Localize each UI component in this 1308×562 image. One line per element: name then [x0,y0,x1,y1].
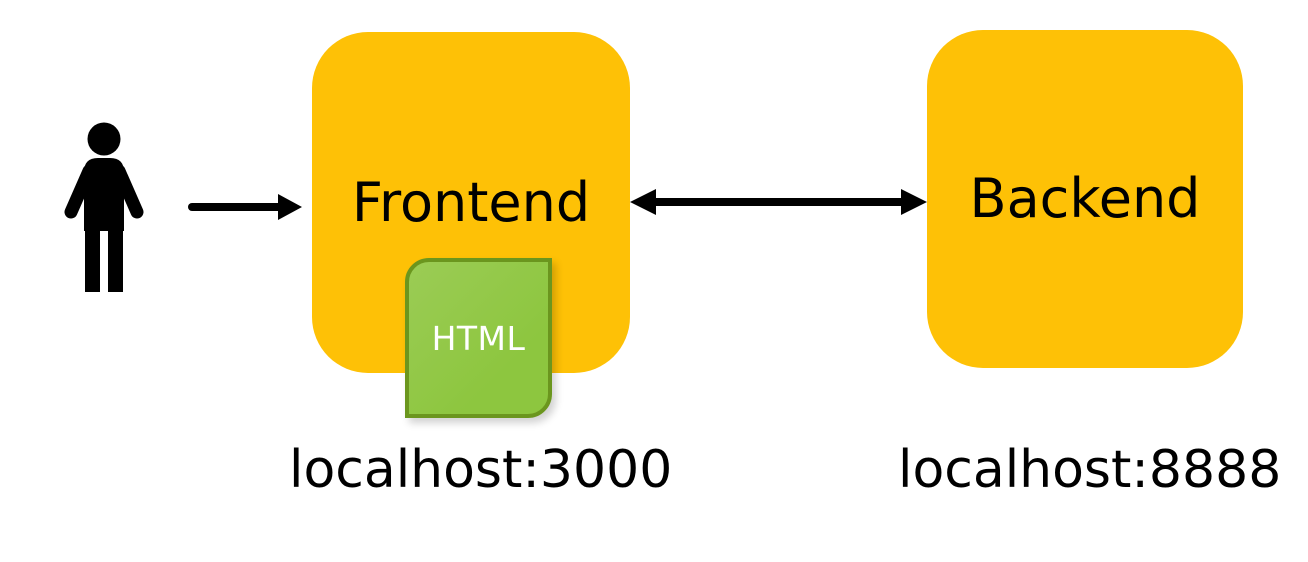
html-file-badge-label: HTML [431,318,526,358]
person-icon [64,122,144,292]
frontend-backend-double-arrow [630,189,927,215]
frontend-node-label: Frontend [351,170,591,234]
backend-node: Backend [927,30,1243,368]
user-to-frontend-arrow [188,194,302,220]
backend-node-label: Backend [969,167,1201,230]
backend-address-label: localhost:8888 [898,440,1282,500]
html-file-badge: HTML [405,258,552,418]
frontend-address-label: localhost:3000 [289,440,673,500]
